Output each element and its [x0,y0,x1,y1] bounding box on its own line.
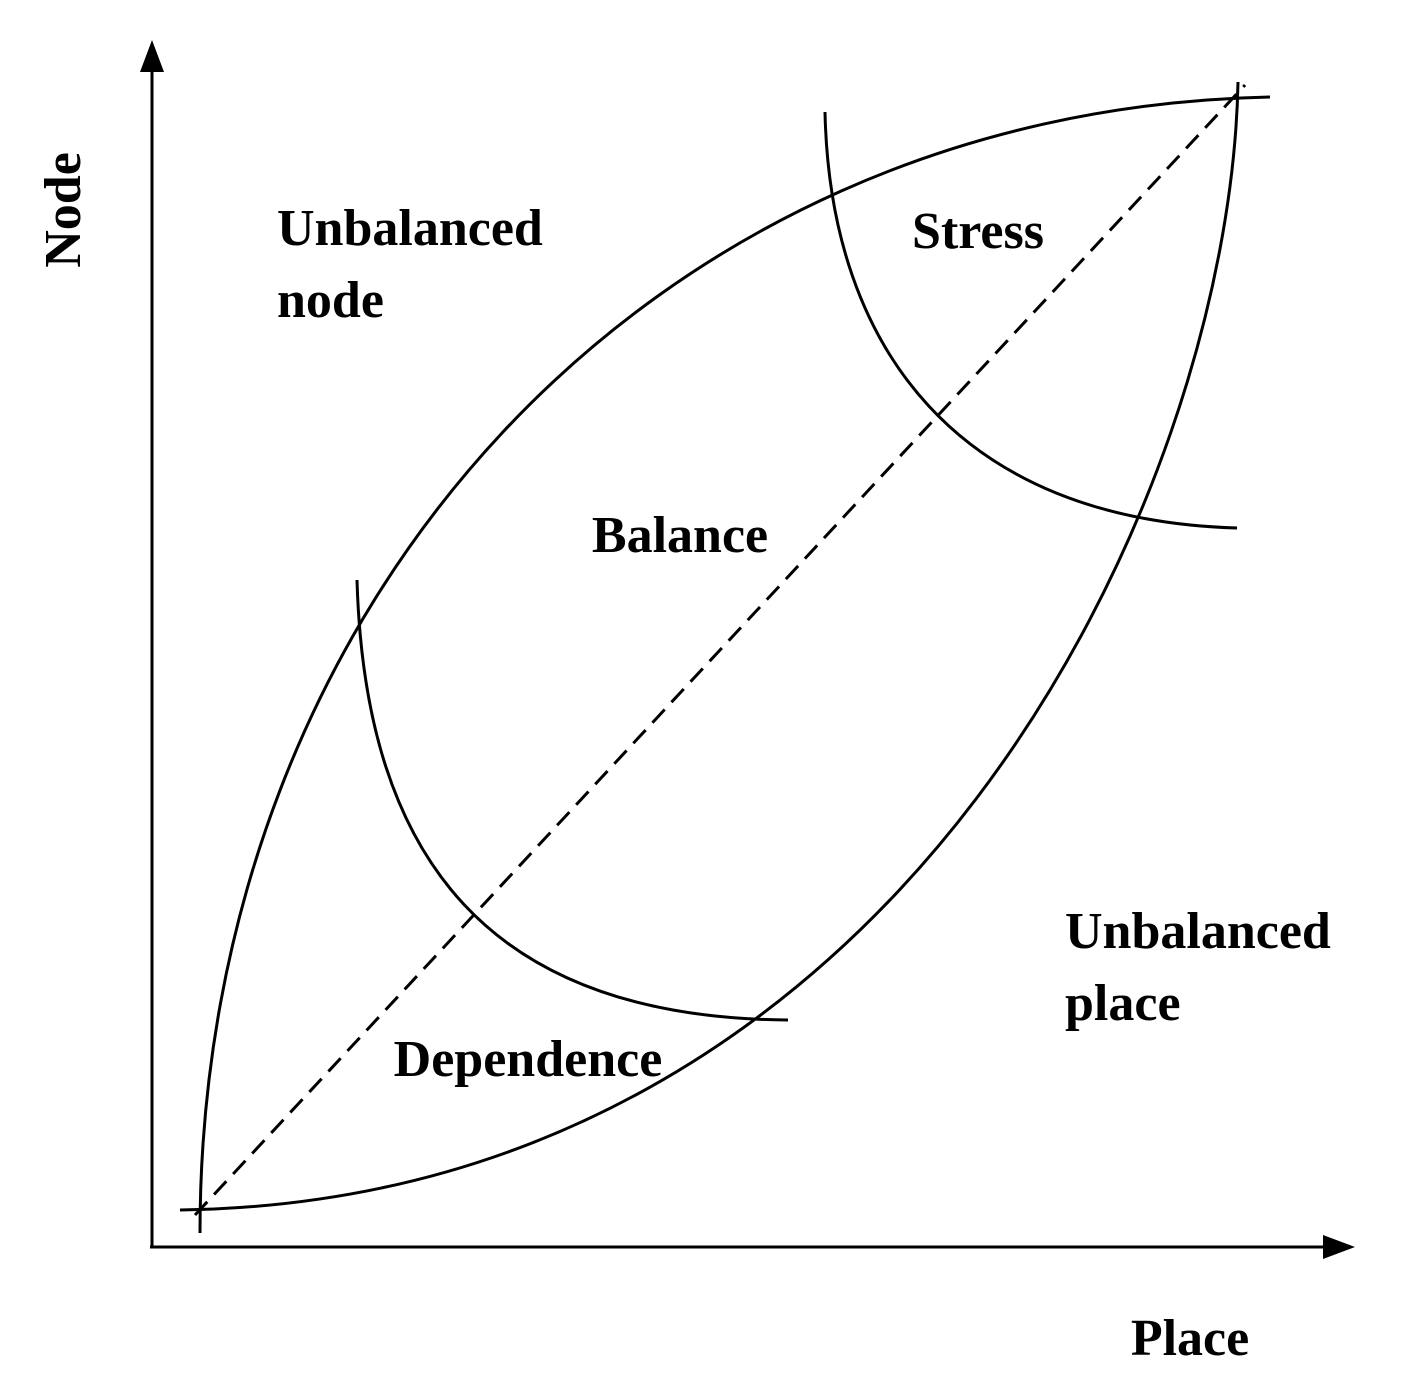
region-label-unbalanced-node-line2: node [277,272,384,329]
region-label-unbalanced-place-line1: Unbalanced [1065,903,1331,960]
region-label-unbalanced-place: Unbalanced place [1065,903,1344,1032]
axes [140,40,1355,1259]
balance-diagonal-dashed [193,83,1247,1217]
region-label-unbalanced-node: Unbalanced node [277,200,556,329]
region-label-stress: Stress [912,203,1044,260]
x-axis-label: Place [1131,1310,1249,1367]
upper-boundary-curve [198,95,1271,1234]
lower-boundary-curve [179,81,1240,1212]
x-axis-arrowhead [1323,1235,1355,1259]
y-axis-arrowhead [140,40,164,72]
region-label-balance: Balance [592,507,768,564]
y-axis-label: Node [35,152,92,268]
dependence-arc [355,579,789,1022]
region-label-dependence: Dependence [394,1031,663,1088]
stress-arc [823,111,1238,530]
region-label-unbalanced-place-line2: place [1065,975,1181,1032]
region-label-unbalanced-node-line1: Unbalanced [277,200,543,257]
